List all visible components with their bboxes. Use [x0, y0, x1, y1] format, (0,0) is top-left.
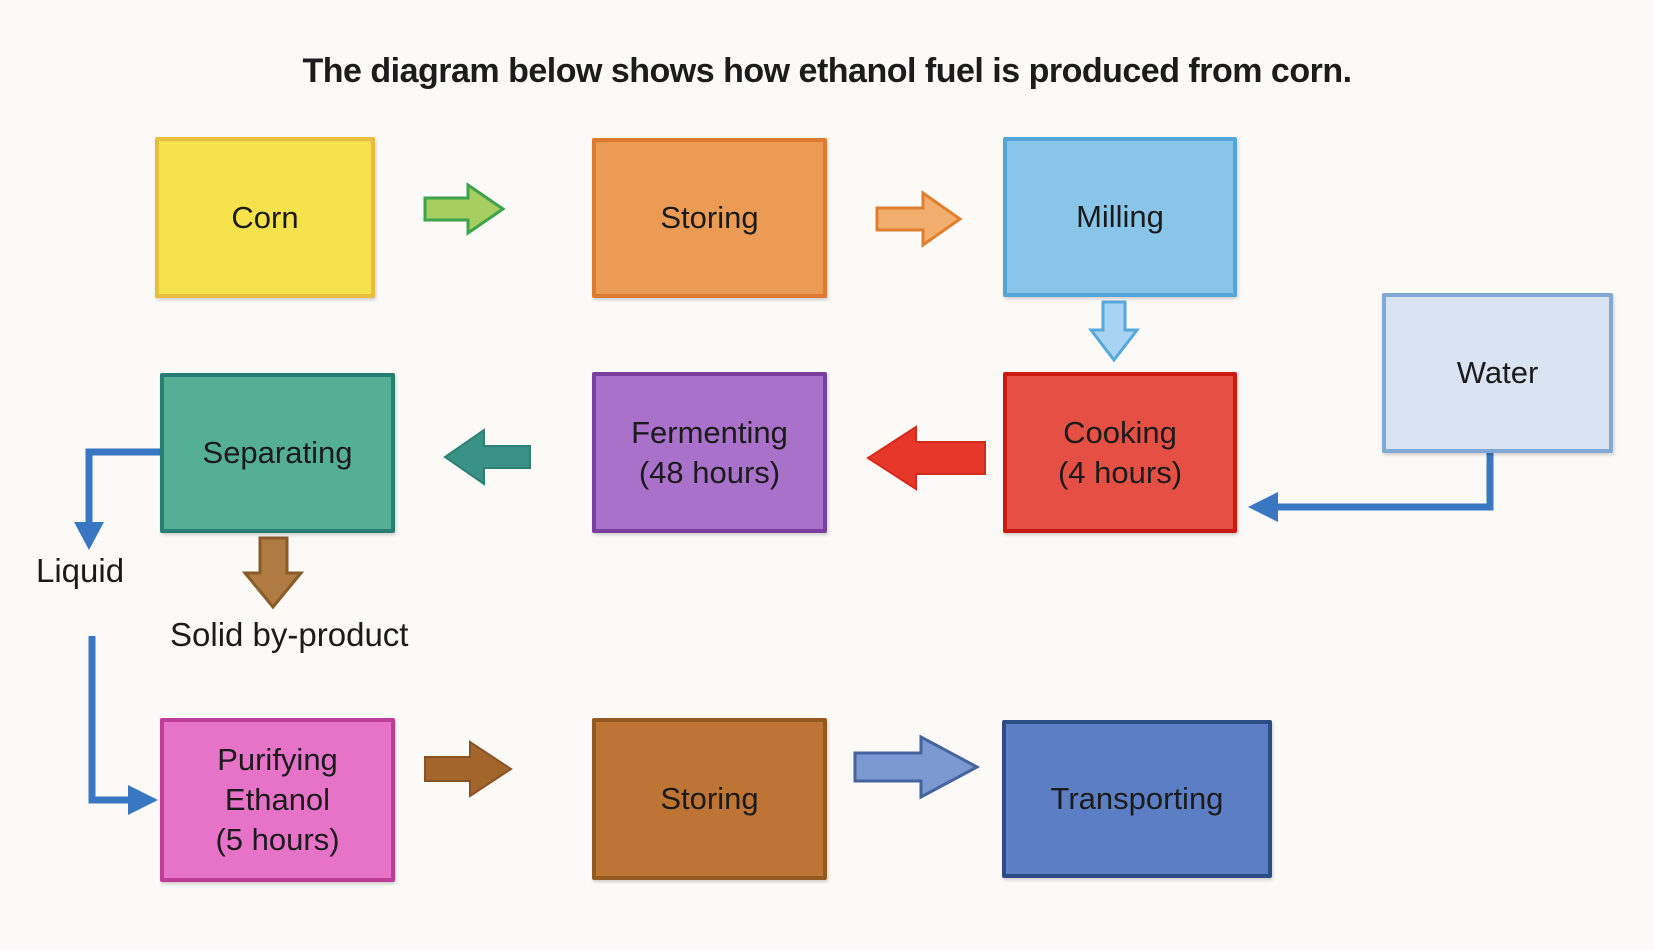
box-purifying-ethanol-label: Purifying Ethanol	[217, 742, 338, 818]
box-fermenting: Fermenting (48 hours)	[592, 372, 827, 533]
connector-liquid-to-purifying	[88, 636, 140, 804]
box-transporting: Transporting	[1002, 720, 1272, 878]
arrowhead-water-to-cooking	[1248, 492, 1278, 522]
label-liquid: Liquid	[36, 552, 125, 589]
diagram-title: The diagram below shows how ethanol fuel…	[302, 52, 1352, 90]
label-solid-by-product: Solid by-product	[170, 616, 409, 653]
box-milling-label: Milling	[1076, 199, 1164, 235]
box-water: Water	[1382, 293, 1613, 453]
box-water-label: Water	[1456, 355, 1539, 391]
box-fermenting-duration: (48 hours)	[638, 454, 781, 490]
box-storing-1-label: Storing	[660, 200, 759, 236]
arrow-corn-to-storing	[423, 182, 506, 236]
arrowhead-separating-to-liquid	[74, 522, 104, 550]
connector-water-to-cooking	[1264, 453, 1494, 511]
arrowhead-liquid-to-purifying	[128, 785, 158, 815]
box-fermenting-label: Fermenting	[631, 414, 788, 450]
box-storing-2-label: Storing	[660, 781, 759, 817]
box-storing-1: Storing	[592, 138, 827, 298]
box-purifying-ethanol-duration: (5 hours)	[215, 821, 340, 857]
box-corn: Corn	[155, 137, 375, 298]
box-separating: Separating	[160, 373, 395, 533]
box-purifying-ethanol: Purifying Ethanol (5 hours)	[160, 718, 395, 882]
connector-separating-to-liquid	[85, 448, 160, 532]
box-corn-label: Corn	[231, 199, 299, 235]
arrow-storing-to-transporting	[853, 734, 981, 800]
arrow-cooking-to-fermenting	[866, 425, 986, 491]
box-milling: Milling	[1003, 137, 1237, 297]
box-cooking: Cooking (4 hours)	[1003, 372, 1237, 533]
arrow-milling-to-cooking	[1087, 300, 1141, 363]
arrow-separating-to-solid-by-product	[241, 536, 305, 610]
box-cooking-label: Cooking	[1063, 414, 1177, 450]
arrow-purifying-to-storing	[424, 740, 513, 798]
box-transporting-label: Transporting	[1050, 781, 1224, 817]
arrow-storing-to-milling	[875, 190, 963, 248]
arrow-fermenting-to-separating	[443, 428, 531, 486]
box-storing-2: Storing	[592, 718, 827, 880]
box-separating-label: Separating	[202, 435, 353, 471]
box-cooking-duration: (4 hours)	[1057, 454, 1183, 490]
